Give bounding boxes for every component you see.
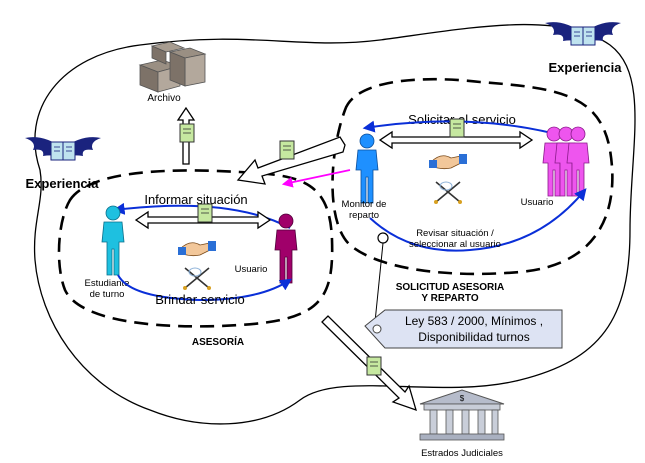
experiencia-right-icon <box>544 21 622 46</box>
asesoria-zone <box>57 169 334 328</box>
solicitud-label-line2: Y REPARTO <box>421 293 478 304</box>
handshake-right-icon <box>428 153 468 170</box>
estudiante-person-icon <box>101 205 125 276</box>
courthouse-icon <box>419 389 505 441</box>
revisar-arrow <box>369 188 587 252</box>
informar-arrow <box>112 202 291 229</box>
organization-boundary <box>33 23 636 425</box>
monitor-person-icon <box>355 133 379 204</box>
usuario-group-icon <box>542 126 590 197</box>
brindar-arrow <box>117 274 292 302</box>
usuario-left-person-icon <box>274 213 298 284</box>
ley-label-line1: Ley 583 / 2000, Mínimos , <box>405 314 543 328</box>
envelope-informar-icon <box>197 203 213 223</box>
informar-situacion-label: Informar situación <box>144 192 247 207</box>
monitor-label-line1: Monitor de <box>342 199 387 210</box>
archive-boxes-icon <box>138 41 207 93</box>
brindar-servicio-label: Brindar servicio <box>155 292 245 307</box>
tag-pin <box>377 232 389 244</box>
double-arrow-solicitar <box>378 130 534 150</box>
estrados-label: Estrados Judiciales <box>421 448 503 459</box>
tag-string <box>374 242 384 323</box>
ley-label-line2: Disponibilidad turnos <box>418 330 529 344</box>
usuario-right-label: Usuario <box>521 197 554 208</box>
dollar-sign: $ <box>460 394 465 403</box>
handshake-left-icon <box>177 240 217 257</box>
solicitar-arrow <box>362 120 561 136</box>
solicitud-zone <box>331 77 614 276</box>
arrow-to-asesoria <box>236 136 346 185</box>
envelope-asesoria-icon <box>279 140 295 160</box>
ley-tag <box>364 309 563 349</box>
monitor-label-line2: reparto <box>349 210 379 221</box>
swords-right-icon <box>433 181 463 205</box>
swords-left-icon <box>182 267 212 291</box>
archivo-label: Archivo <box>147 93 181 104</box>
magenta-arrow <box>281 169 351 188</box>
envelope-archivo-icon <box>179 123 195 143</box>
usuario-left-label: Usuario <box>235 264 268 275</box>
envelope-estrados-icon <box>366 356 382 376</box>
experiencia-right-label: Experiencia <box>549 60 623 75</box>
solicitud-label-line1: SOLICITUD ASESORIA <box>396 282 505 293</box>
estudiante-label-line1: Estudiante <box>85 278 130 289</box>
revisar-label-line1: Revisar situación / <box>416 228 494 239</box>
revisar-label-line2: seleccionar al usuario <box>409 239 501 250</box>
estudiante-label-line2: de turno <box>90 289 125 300</box>
asesoria-label: ASESORÍA <box>192 335 244 348</box>
experiencia-left-label: Experiencia <box>26 176 100 191</box>
envelope-solicitar-icon <box>449 118 465 138</box>
